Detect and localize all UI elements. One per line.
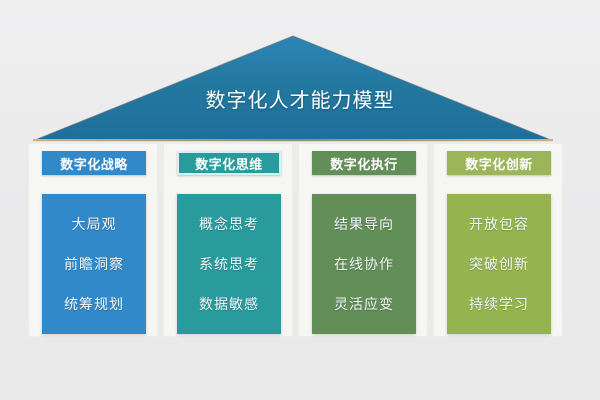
skill-item: 前瞻洞察 [64,257,124,273]
skill-item: 结果导向 [334,217,394,233]
skill-item: 数据敏感 [199,297,259,313]
pillar-header-thinking[interactable]: 数字化思维 [177,151,281,175]
pillar-body-thinking: 概念思考 系统思考 数据敏感 [177,194,281,334]
pillar-body-execution: 结果导向 在线协作 灵活应变 [312,194,416,334]
roof-container: 数字化人才能力模型 [0,0,600,145]
pillars-container: 数字化战略 大局观 前瞻洞察 统筹规划 数字化思维 概念思考 系统思考 数据敏感… [0,143,600,343]
pillar-header-execution[interactable]: 数字化执行 [312,151,416,175]
skill-item: 系统思考 [199,257,259,273]
skill-item: 大局观 [71,217,117,233]
pillar-innovation[interactable]: 数字化创新 开放包容 突破创新 持续学习 [433,143,563,340]
skill-item: 开放包容 [469,217,529,233]
skill-item: 突破创新 [469,257,529,273]
skill-item: 持续学习 [469,297,529,313]
roof-triangle [33,35,553,142]
skill-item: 灵活应变 [334,297,394,313]
pillar-body-innovation: 开放包容 突破创新 持续学习 [447,194,551,334]
page-title: 数字化人才能力模型 [205,88,395,112]
pillar-header-innovation[interactable]: 数字化创新 [447,151,551,175]
pillar-header-strategy[interactable]: 数字化战略 [42,151,146,175]
pillar-thinking[interactable]: 数字化思维 概念思考 系统思考 数据敏感 [163,143,293,340]
pillar-body-strategy: 大局观 前瞻洞察 统筹规划 [42,194,146,334]
pillar-execution[interactable]: 数字化执行 结果导向 在线协作 灵活应变 [298,143,428,340]
pillar-strategy[interactable]: 数字化战略 大局观 前瞻洞察 统筹规划 [28,143,158,340]
skill-item: 在线协作 [334,257,394,273]
skill-item: 统筹规划 [64,297,124,313]
skill-item: 概念思考 [199,217,259,233]
